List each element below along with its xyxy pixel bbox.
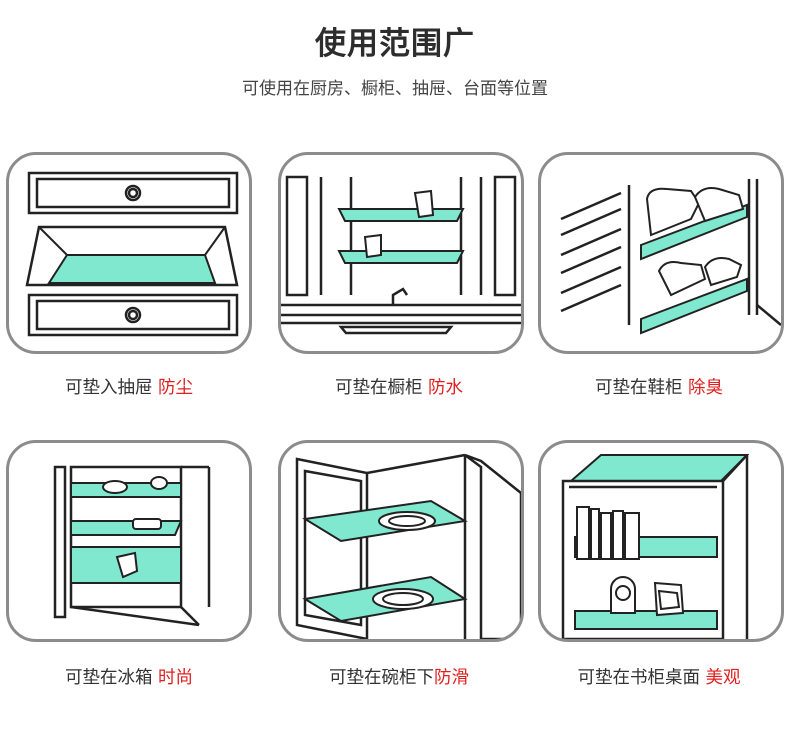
scene-card-drawer <box>6 152 252 354</box>
dish-cabinet-illustration <box>295 453 521 639</box>
caption-highlight: 防水 <box>428 378 464 398</box>
sink-cabinet-illustration <box>281 175 521 335</box>
caption-highlight: 防尘 <box>158 378 194 398</box>
refrigerator-illustration <box>53 465 211 627</box>
scene-card-bookshelf <box>538 440 784 642</box>
scene-card-dish-cabinet <box>278 440 524 642</box>
caption-text: 可垫在鞋柜 <box>594 378 689 398</box>
drawer-illustration <box>25 171 239 337</box>
caption-text: 可垫在书柜桌面 <box>577 668 706 688</box>
bookshelf-illustration <box>561 454 750 639</box>
shoe-cabinet-illustration <box>560 179 781 335</box>
scene-caption-sink-cabinet: 可垫在橱柜 防水 <box>267 374 531 399</box>
caption-text: 可垫在橱柜 <box>334 378 429 398</box>
caption-highlight: 美观 <box>705 668 741 688</box>
caption-text: 可垫在碗柜下 <box>329 668 434 688</box>
caption-text: 可垫在冰箱 <box>64 668 159 688</box>
caption-text: 可垫入抽屉 <box>64 378 159 398</box>
scene-caption-refrigerator: 可垫在冰箱 时尚 <box>0 664 261 689</box>
caption-highlight: 防滑 <box>434 668 469 688</box>
caption-highlight: 除臭 <box>688 378 724 398</box>
scene-card-refrigerator <box>6 440 252 642</box>
scene-caption-bookshelf: 可垫在书柜桌面 美观 <box>527 664 790 689</box>
scene-caption-drawer: 可垫入抽屉 防尘 <box>0 374 261 399</box>
scene-caption-shoe-cabinet: 可垫在鞋柜 除臭 <box>527 374 790 399</box>
caption-highlight: 时尚 <box>158 668 194 688</box>
page-subtitle: 可使用在厨房、橱柜、抽屉、台面等位置 <box>242 79 548 99</box>
scene-card-sink-cabinet <box>278 152 524 354</box>
scene-caption-dish-cabinet: 可垫在碗柜下防滑 <box>267 664 531 689</box>
scene-card-shoe-cabinet <box>538 152 784 354</box>
page-title: 使用范围广 <box>315 26 475 62</box>
